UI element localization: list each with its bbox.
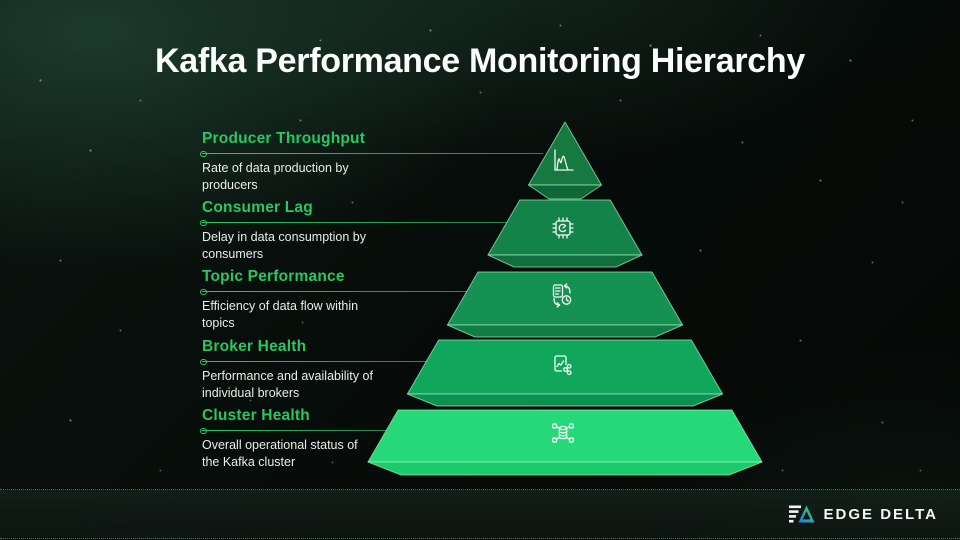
histogram-icon	[554, 149, 574, 171]
level-label-producer-throughput: Producer Throughput Rate of data product…	[200, 130, 543, 193]
level-description: Rate of data production by producers	[202, 161, 349, 192]
level-label-consumer-lag: Consumer Lag Delay in data consumption b…	[200, 199, 507, 262]
level-label-topic-performance: Topic Performance Efficiency of data flo…	[200, 268, 467, 331]
level-name: Producer Throughput	[202, 130, 366, 147]
pyramid-tier-cluster-health	[367, 409, 763, 476]
cluster-nodes-icon	[552, 423, 574, 443]
level-name: Topic Performance	[202, 268, 345, 285]
edge-delta-logo-mark	[788, 505, 815, 523]
edge-delta-logo: EDGE DELTA	[788, 490, 938, 538]
footer: EDGE DELTA	[0, 489, 960, 539]
level-description: Performance and availability of individu…	[202, 369, 373, 400]
level-label-cluster-health: Cluster Health Overall operational statu…	[200, 407, 388, 470]
pyramid-tier-producer-throughput	[528, 121, 602, 200]
brand-name: EDGE DELTA	[823, 505, 938, 523]
report-nodes-icon	[554, 355, 572, 376]
level-description: Delay in data consumption by consumers	[202, 230, 366, 261]
level-label-broker-health: Broker Health Performance and availabili…	[200, 338, 427, 401]
chip-clock-icon	[552, 217, 574, 239]
level-description: Efficiency of data flow within topics	[202, 299, 359, 330]
level-name: Broker Health	[202, 338, 307, 355]
level-description: Overall operational status of the Kafka …	[202, 438, 358, 469]
level-name: Consumer Lag	[202, 199, 313, 216]
level-name: Cluster Health	[202, 407, 310, 424]
pyramid-tier-topic-performance	[446, 271, 684, 338]
page-title: Kafka Performance Monitoring Hierarchy	[155, 42, 805, 80]
pyramid-tier-consumer-lag	[487, 199, 643, 268]
data-sync-clock-icon	[552, 283, 572, 308]
pyramid-tier-broker-health	[406, 339, 724, 407]
